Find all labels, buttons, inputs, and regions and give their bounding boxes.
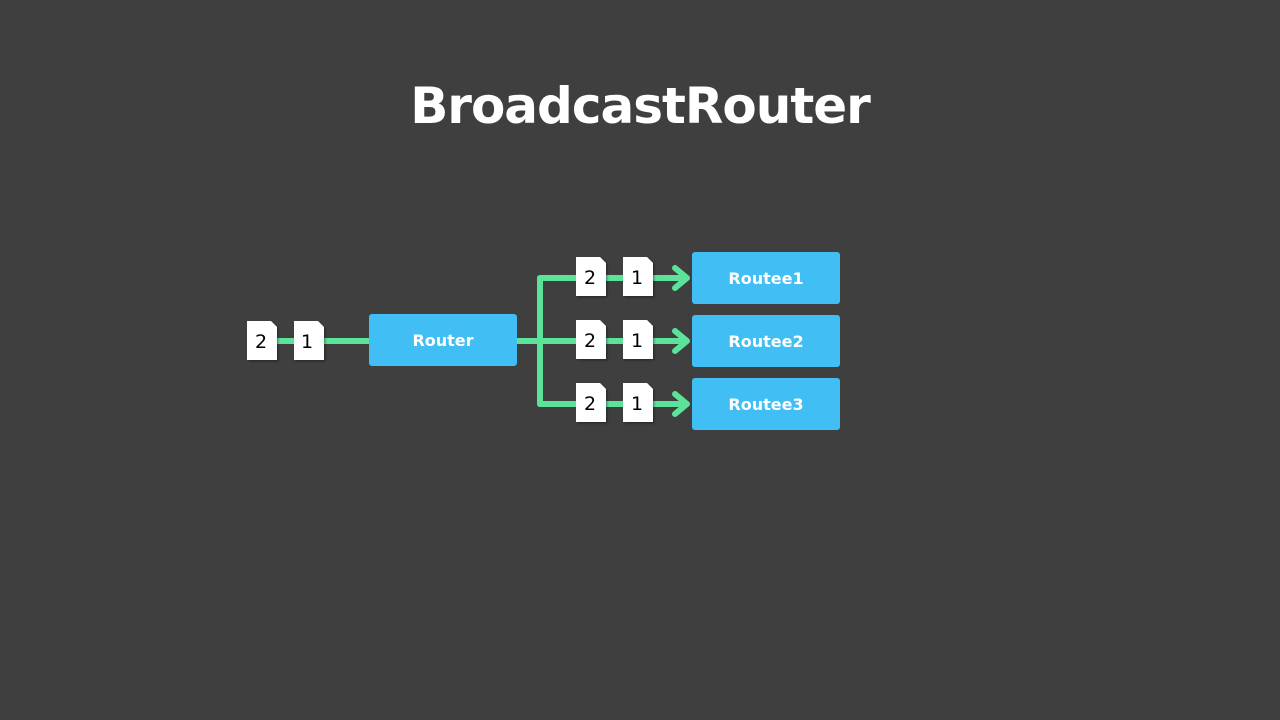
- slide-title: BroadcastRouter: [410, 77, 871, 135]
- routee-1-node: Routee1: [692, 252, 840, 304]
- routee-3-label: Routee3: [728, 395, 803, 414]
- routee-3-message-2: 2: [576, 383, 606, 422]
- message-label: 1: [631, 330, 643, 352]
- arrowhead-icon: [672, 391, 690, 417]
- message-document-icon: [576, 383, 606, 422]
- routee-2-label: Routee2: [728, 332, 803, 351]
- message-document-icon: [623, 383, 653, 422]
- message-label: 1: [301, 331, 313, 353]
- arrowhead-icon: [672, 265, 690, 291]
- message-document-icon: [294, 321, 324, 360]
- message-document-icon: [623, 320, 653, 359]
- router-node: Router: [369, 314, 517, 366]
- routee-3-message-1: 1: [623, 383, 653, 422]
- message-document-icon: [576, 320, 606, 359]
- message-document-icon: [247, 321, 277, 360]
- routee-2-message-1: 1: [623, 320, 653, 359]
- message-label: 2: [584, 393, 596, 415]
- routee-2-message-2: 2: [576, 320, 606, 359]
- message-document-icon: [576, 257, 606, 296]
- routee-2-node: Routee2: [692, 315, 840, 367]
- message-label: 1: [631, 267, 643, 289]
- message-label: 2: [584, 267, 596, 289]
- message-label: 2: [584, 330, 596, 352]
- routee-3-node: Routee3: [692, 378, 840, 430]
- arrowhead-icon: [672, 328, 690, 354]
- routee-1-label: Routee1: [728, 269, 803, 288]
- routee-1-message-1: 1: [623, 257, 653, 296]
- routee-1-message-2: 2: [576, 257, 606, 296]
- router-label: Router: [412, 331, 473, 350]
- incoming-message-2: 2: [247, 321, 277, 360]
- incoming-message-1: 1: [294, 321, 324, 360]
- message-label: 2: [255, 331, 267, 353]
- message-document-icon: [623, 257, 653, 296]
- message-label: 1: [631, 393, 643, 415]
